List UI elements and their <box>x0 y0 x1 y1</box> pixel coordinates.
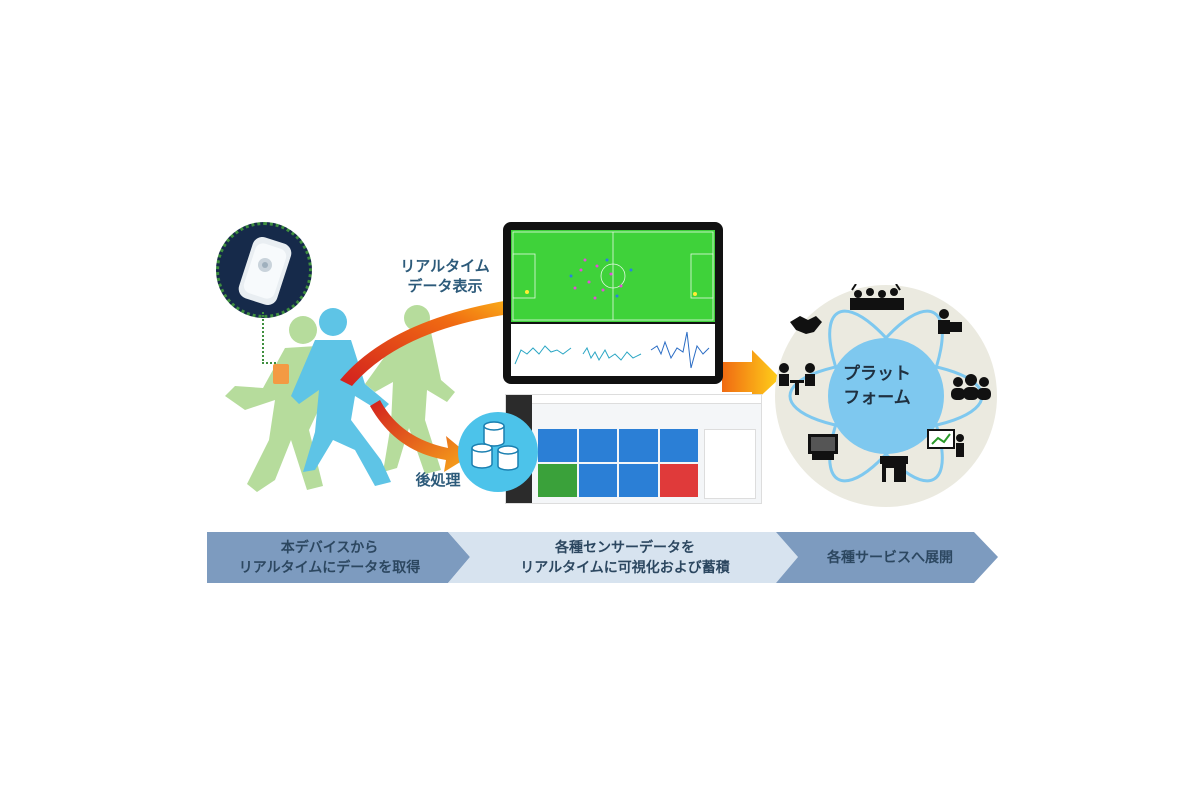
flow-step-1-line1: 本デバイスから <box>280 540 379 556</box>
player-silhouette-center <box>291 308 391 486</box>
presenter-icon <box>938 309 962 334</box>
realtime-label-line2: データ表示 <box>407 277 483 295</box>
flow-step-1-line2: リアルタイムにデータを取得 <box>238 560 421 576</box>
sensor-device-icon <box>238 236 292 306</box>
tile <box>538 464 577 497</box>
monitor-chart-1 <box>514 345 572 365</box>
players-illustration <box>225 305 455 492</box>
post-processing-label: 後処理 <box>415 471 461 489</box>
flow-step-3-text: 各種サービスへ展開 <box>827 550 953 566</box>
realtime-monitor <box>503 222 723 384</box>
screen-presentation-icon <box>927 429 964 457</box>
device-location-marker <box>273 364 289 384</box>
tile <box>619 464 658 497</box>
flow-step-2-shape <box>448 532 798 583</box>
platform-label-line2: フォーム <box>843 388 911 408</box>
tile <box>538 429 577 462</box>
platform-label: プラット フォーム <box>818 362 936 410</box>
dashboard-side-panel <box>704 429 756 499</box>
flow-step-2-line1: 各種センサーデータを <box>555 540 695 556</box>
handshake-icon <box>790 316 822 334</box>
database-circle <box>458 412 538 492</box>
monitor-chart-2 <box>582 346 642 362</box>
flow-step-2-text: 各種センサーデータを リアルタイムに可視化および蓄積 <box>470 538 780 578</box>
tv-icon <box>808 434 838 460</box>
group-icon <box>951 374 991 400</box>
tile <box>578 464 617 497</box>
realtime-label-line1: リアルタイム <box>400 257 490 275</box>
flow-step-1-text: 本デバイスから リアルタイムにデータを取得 <box>207 538 452 578</box>
realtime-arrow <box>340 288 540 386</box>
meeting-icon <box>779 363 815 395</box>
tile <box>578 429 617 462</box>
post-processing-arrow <box>370 400 470 472</box>
flow-step-2-line2: リアルタイムに可視化および蓄積 <box>520 560 730 576</box>
audience-icon <box>850 284 904 310</box>
device-zoom-circle <box>216 222 312 318</box>
flow-step-1-shape <box>207 532 470 583</box>
dashboard-topbar <box>532 395 761 404</box>
shop-icon <box>880 456 908 482</box>
tile <box>619 429 658 462</box>
monitor-charts <box>511 324 715 376</box>
tile <box>659 464 698 497</box>
tile <box>659 429 698 462</box>
database-icon <box>471 421 519 471</box>
dashboard-tiles <box>538 429 698 497</box>
pitch-view <box>511 230 715 322</box>
flow-step-3-shape <box>776 532 998 583</box>
realtime-display-label: リアルタイム データ表示 <box>395 256 495 296</box>
platform-arrow <box>722 350 780 404</box>
device-connector-line-2 <box>262 362 276 364</box>
device-connector-line <box>262 312 264 364</box>
platform-orbits <box>788 309 984 483</box>
monitor-chart-3 <box>650 331 710 369</box>
platform-label-line1: プラット <box>843 364 911 384</box>
